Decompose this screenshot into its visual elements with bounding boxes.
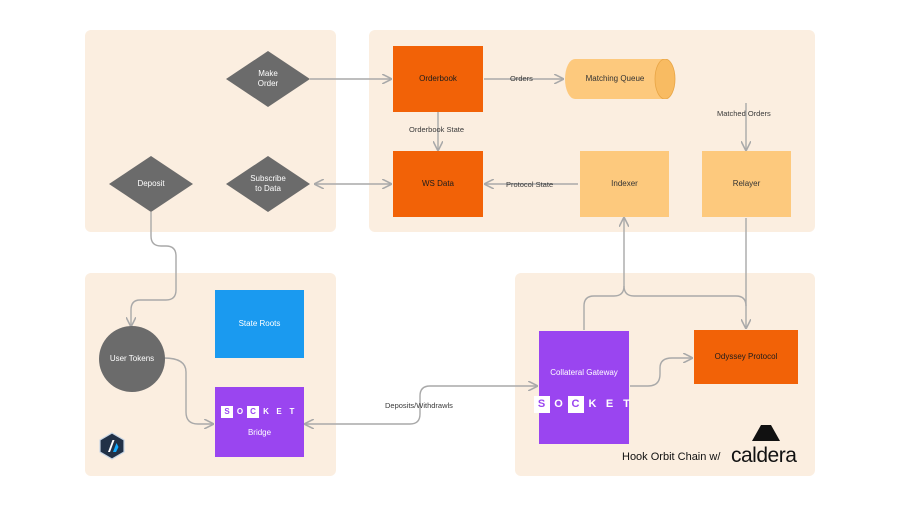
edge-collateral-gateway-odyssey xyxy=(630,358,692,387)
socket-logo: S O C K E T xyxy=(533,396,635,413)
user-tokens-circle: User Tokens xyxy=(99,326,165,392)
edge-deposit-user-tokens xyxy=(131,212,177,326)
edge-indexer-odyssey xyxy=(623,285,747,307)
offchain-client-panel xyxy=(85,30,336,232)
odyssey-protocol-label: Odyssey Protocol xyxy=(714,352,778,361)
bridge-label: Bridge xyxy=(247,428,272,437)
socket-logo: S O C K E T xyxy=(221,406,298,418)
indexer-box: Indexer xyxy=(580,151,669,217)
socket-letter: S xyxy=(221,406,233,418)
edge-label-protocol-state: Protocol State xyxy=(506,180,554,189)
edge-user-tokens-bridge xyxy=(163,357,213,424)
make-order-diamond: Make Order xyxy=(226,51,310,107)
deposit-label: Deposit xyxy=(137,178,165,188)
edge-label-matched-orders: Matched Orders xyxy=(717,109,771,118)
cylinder-shape xyxy=(565,59,676,99)
diamond-shape xyxy=(226,156,310,212)
state-roots-box: State Roots xyxy=(215,290,304,358)
socket-letter: C xyxy=(567,396,584,413)
edge-bridge-collateral-gateway xyxy=(305,386,537,424)
ws-data-label: WS Data xyxy=(421,179,454,188)
edge-label-orderbook-state: Orderbook State xyxy=(409,125,465,134)
diamond-shape xyxy=(109,156,193,212)
state-roots-label: State Roots xyxy=(238,319,281,328)
user-tokens-label: User Tokens xyxy=(109,354,155,363)
edge-label-deposits-withdrawls: Deposits/Withdrawls xyxy=(385,401,453,410)
odyssey-protocol-box: Odyssey Protocol xyxy=(694,330,798,384)
caldera-logo-icon xyxy=(752,425,780,441)
socket-letter: K xyxy=(263,407,269,416)
socket-letter: E xyxy=(276,407,282,416)
socket-letter: S xyxy=(533,396,550,413)
diamond-shape xyxy=(226,51,310,107)
arbitrum-logo-icon xyxy=(99,432,125,460)
socket-letter: O xyxy=(236,407,244,416)
edge-collateral-gateway-indexer xyxy=(583,218,624,330)
make-order-label: Make Order xyxy=(257,68,279,88)
relayer-box: Relayer xyxy=(702,151,791,217)
bridge-box: S O C K E T Bridge xyxy=(215,387,304,457)
deposit-diamond: Deposit xyxy=(109,156,193,212)
relayer-label: Relayer xyxy=(732,179,761,188)
matching-queue-label: Matching Queue xyxy=(585,74,645,83)
subscribe-diamond: Subscribe to Data xyxy=(226,156,310,212)
socket-letter: C xyxy=(247,406,259,418)
collateral-gateway-label: Collateral Gateway xyxy=(550,368,618,377)
edge-label-orders: Orders xyxy=(510,74,533,83)
socket-letter: O xyxy=(554,398,563,410)
socket-letter: T xyxy=(289,407,295,416)
orderbook-box: Orderbook xyxy=(393,46,483,112)
matching-queue-cylinder: Matching Queue xyxy=(565,59,676,99)
collateral-gateway-box: Collateral Gateway S O C K E T xyxy=(533,331,630,444)
orderbook-label: Orderbook xyxy=(419,74,457,83)
indexer-label: Indexer xyxy=(611,179,638,188)
socket-letter: K xyxy=(588,398,597,410)
orbit-chain-label: Hook Orbit Chain w/ xyxy=(622,451,721,463)
caldera-brand-text: caldera xyxy=(731,444,797,467)
socket-letter: E xyxy=(605,398,614,410)
ws-data-box: WS Data xyxy=(393,151,483,217)
socket-letter: T xyxy=(623,398,630,410)
subscribe-label: Subscribe to Data xyxy=(250,173,286,193)
